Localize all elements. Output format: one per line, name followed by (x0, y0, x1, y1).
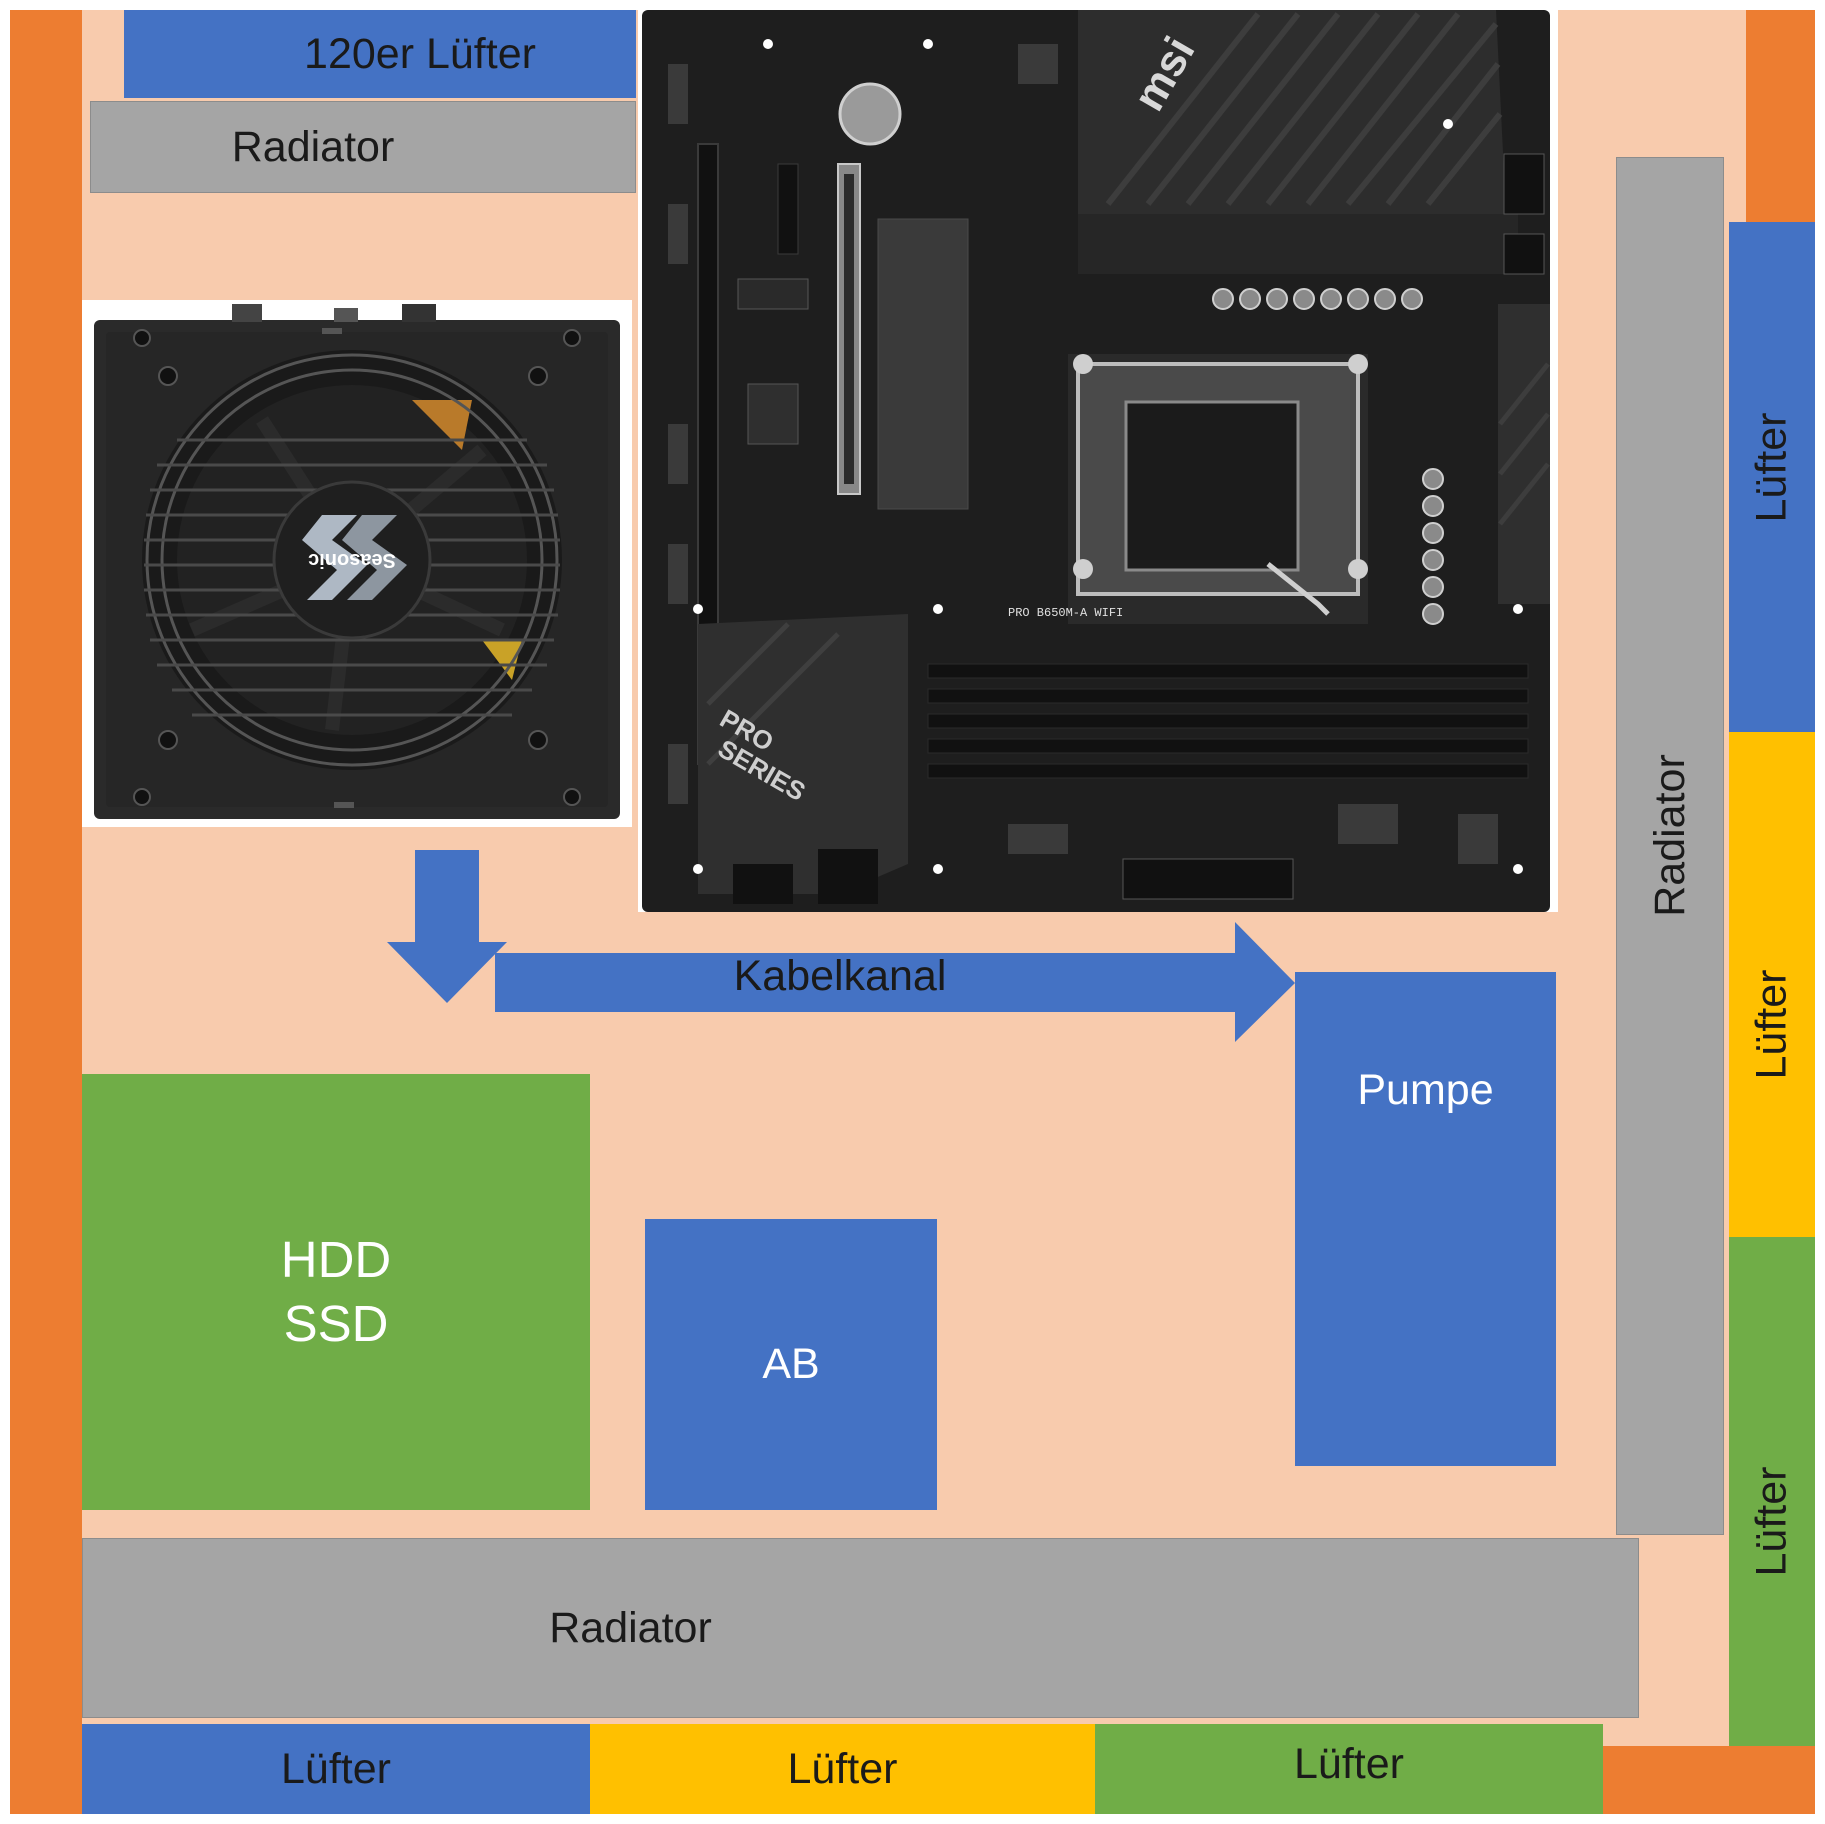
motherboard-illustration: msi PRO B650M-A WIFI (642, 10, 1550, 912)
motherboard-model-text: PRO B650M-A WIFI (1008, 606, 1123, 620)
ab-label: AB (762, 1340, 820, 1388)
storage-hdd-label: HDD (280, 1231, 392, 1289)
chipset-heatsink: PRO SERIES (698, 614, 908, 894)
psu-illustration: Seasonic (94, 304, 620, 819)
bottom-fan-3: Lüfter (1095, 1724, 1603, 1814)
right-fan-3: Lüfter (1729, 1237, 1815, 1746)
down-arrow-icon (387, 850, 507, 1003)
top-radiator: Radiator (90, 101, 636, 193)
vrm-heatsink-top: msi (1078, 10, 1506, 214)
right-radiator: Radiator (1616, 157, 1724, 1535)
cable-channel-arrow-icon (495, 922, 1295, 1042)
left-frame (10, 10, 82, 1814)
right-radiator-label: Radiator (1645, 753, 1694, 917)
psu-brand-text: Seasonic (308, 549, 396, 571)
pump-box: Pumpe (1295, 972, 1556, 1466)
top-fan: 120er Lüfter (124, 10, 636, 98)
top-fan-label: 120er Lüfter (304, 29, 536, 78)
right-fan-2-label: Lüfter (1747, 969, 1796, 1080)
bottom-fan-2-label: Lüfter (787, 1744, 898, 1793)
storage-box: HDD SSD (82, 1074, 590, 1510)
bottom-fan-2: Lüfter (590, 1724, 1095, 1814)
bottom-fan-3-label: Lüfter (1294, 1739, 1404, 1788)
right-fan-1: Lüfter (1729, 222, 1815, 732)
top-radiator-label: Radiator (231, 122, 395, 171)
bottom-fan-1-label: Lüfter (281, 1744, 391, 1793)
bottom-radiator-label: Radiator (549, 1603, 712, 1652)
cable-channel-label: Kabelkanal (733, 951, 947, 1000)
psu-image: Seasonic (82, 300, 632, 827)
ab-box: AB (645, 1219, 937, 1510)
cable-channel: Kabelkanal (640, 950, 1040, 1002)
right-fan-1-label: Lüfter (1747, 412, 1796, 522)
right-fan-3-label: Lüfter (1747, 1466, 1796, 1577)
ram-slots (927, 663, 1529, 779)
right-fan-2: Lüfter (1729, 732, 1815, 1237)
bottom-fan-1: Lüfter (82, 1724, 590, 1814)
bottom-right-frame (1603, 1746, 1815, 1814)
bottom-radiator: Radiator (82, 1538, 1639, 1718)
cpu-socket (1068, 354, 1368, 624)
right-top-frame (1746, 10, 1815, 222)
storage-ssd-label: SSD (283, 1295, 389, 1352)
pump-label: Pumpe (1357, 1065, 1494, 1114)
motherboard-image: msi PRO B650M-A WIFI (638, 4, 1558, 912)
